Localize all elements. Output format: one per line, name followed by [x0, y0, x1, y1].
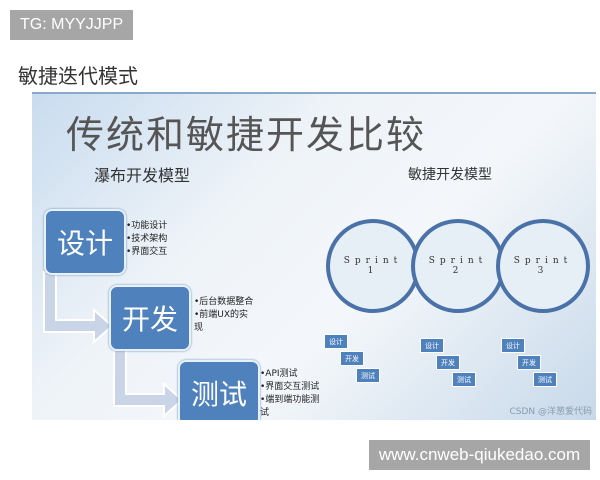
bullet: •功能设计 — [126, 221, 168, 231]
bullet: •端到端功能测 — [260, 395, 320, 405]
sprint-number: 2 — [452, 266, 464, 276]
sprint-number: 3 — [537, 266, 549, 276]
bullet: •技术架构 — [126, 234, 168, 244]
bullet: •API测试 — [260, 369, 298, 379]
bullet: •后台数据整合 — [194, 297, 254, 307]
stage-test: 测试 — [178, 360, 260, 420]
waterfall-title: 瀑布开发模型 — [94, 166, 191, 185]
mini-dev: 开发 — [517, 355, 541, 370]
stage-dev: 开发 — [109, 285, 191, 351]
bullet: 现 — [194, 323, 204, 333]
arrow-design-to-dev — [43, 271, 114, 345]
sprint-word: Sprint — [428, 256, 488, 266]
mini-test: 测试 — [452, 372, 476, 387]
bullet: •界面交互测试 — [260, 382, 320, 392]
bullet: •前端UX的实 — [194, 310, 249, 320]
stage-design: 设计 — [44, 209, 126, 275]
slide-image: 传统和敏捷开发比较 瀑布开发模型 敏捷开发模型 设计 •功能设计 •技术架构 •… — [32, 92, 596, 420]
waterfall-arrows — [43, 271, 184, 419]
page-heading: 敏捷迭代模式 — [18, 64, 138, 88]
tag-label: TG: MYYJJPP — [10, 10, 134, 40]
mini-test: 测试 — [356, 368, 380, 383]
arrow-dev-to-test — [113, 347, 184, 419]
dev-bullets: •后台数据整合 •前端UX的实 现 — [194, 296, 253, 335]
mini-dev: 开发 — [436, 355, 460, 370]
mini-design: 设计 — [420, 338, 444, 353]
mini-dev: 开发 — [340, 351, 364, 366]
bullet: 试 — [260, 408, 270, 418]
footer-url: www.cnweb-qiukedao.com — [369, 440, 590, 470]
mini-test: 测试 — [533, 372, 557, 387]
sprint-word: Sprint — [513, 256, 573, 266]
sprint-word: Sprint — [343, 256, 403, 266]
mini-design: 设计 — [501, 338, 525, 353]
design-bullets: •功能设计 •技术架构 •界面交互 — [126, 220, 167, 259]
agile-title: 敏捷开发模型 — [408, 167, 492, 183]
watermark: CSDN @洋葱爱代码 — [509, 407, 592, 417]
slide-title: 传统和敏捷开发比较 — [66, 113, 427, 157]
bullet: •界面交互 — [126, 247, 168, 257]
mini-design: 设计 — [324, 334, 348, 349]
test-bullets: •API测试 •界面交互测试 •端到端功能测 试 — [260, 368, 319, 420]
sprint-number: 1 — [367, 266, 379, 276]
